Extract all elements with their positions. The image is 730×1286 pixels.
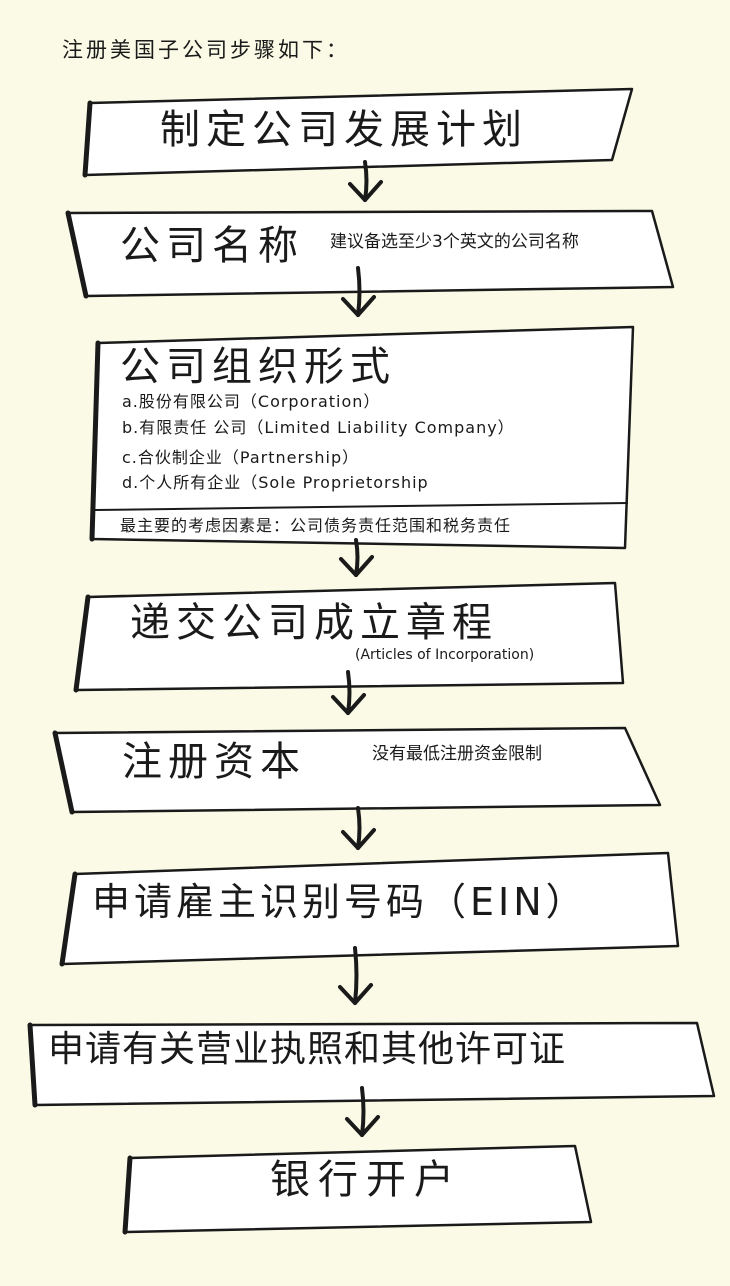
step-plan-title: 制定公司发展计划 bbox=[160, 107, 528, 153]
step-ein-title: 申请雇主识别号码（EIN） bbox=[92, 880, 588, 924]
step-bank-title: 银行开户 bbox=[270, 1157, 462, 1203]
step-name-note: 建议备选至少3个英文的公司名称 bbox=[330, 232, 579, 252]
box-step-articles-left-edge bbox=[73, 594, 91, 693]
arrow-plan-to-name bbox=[348, 160, 383, 202]
structure-divider bbox=[94, 502, 629, 511]
box-step-plan-left-edge bbox=[82, 100, 93, 178]
step-articles-note: (Articles of Incorporation) bbox=[355, 647, 535, 663]
arrow-capital-to-ein bbox=[341, 806, 376, 850]
step-structure-title: 公司组织形式 bbox=[120, 344, 396, 390]
arrow-structure-to-articles bbox=[339, 538, 374, 577]
box-step-ein-left-edge bbox=[59, 871, 78, 967]
page-title: 注册美国子公司步骤如下： bbox=[62, 38, 350, 62]
box-step-bank-left-edge bbox=[122, 1155, 133, 1235]
structure-option-d: d.个人所有企业（Sole Proprietorship bbox=[122, 473, 429, 492]
step-licenses-title: 申请有关营业执照和其他许可证 bbox=[48, 1029, 567, 1070]
step-capital-title: 注册资本 bbox=[122, 739, 306, 785]
box-step-name-left-edge bbox=[65, 210, 89, 299]
box-step-structure-left-edge bbox=[89, 340, 101, 542]
box-step-capital-left-edge bbox=[52, 730, 75, 815]
arrow-name-to-structure bbox=[341, 266, 376, 317]
step-capital-note: 没有最低注册资金限制 bbox=[372, 744, 542, 764]
arrow-licenses-to-bank bbox=[345, 1086, 380, 1137]
structure-option-c: c.合伙制企业（Partnership） bbox=[122, 448, 360, 467]
structure-option-b: b.有限责任 公司（Limited Liability Company） bbox=[122, 418, 515, 437]
step-articles-title: 递交公司成立章程 bbox=[130, 600, 498, 646]
structure-key-factor: 最主要的考虑因素是：公司债务责任范围和税务责任 bbox=[120, 516, 512, 535]
arrow-articles-to-capital bbox=[331, 670, 366, 715]
box-step-licenses-left-edge bbox=[27, 1022, 38, 1108]
step-name-title: 公司名称 bbox=[120, 223, 304, 269]
arrow-ein-to-licenses bbox=[338, 946, 373, 1005]
structure-option-a: a.股份有限公司（Corporation） bbox=[122, 392, 381, 411]
